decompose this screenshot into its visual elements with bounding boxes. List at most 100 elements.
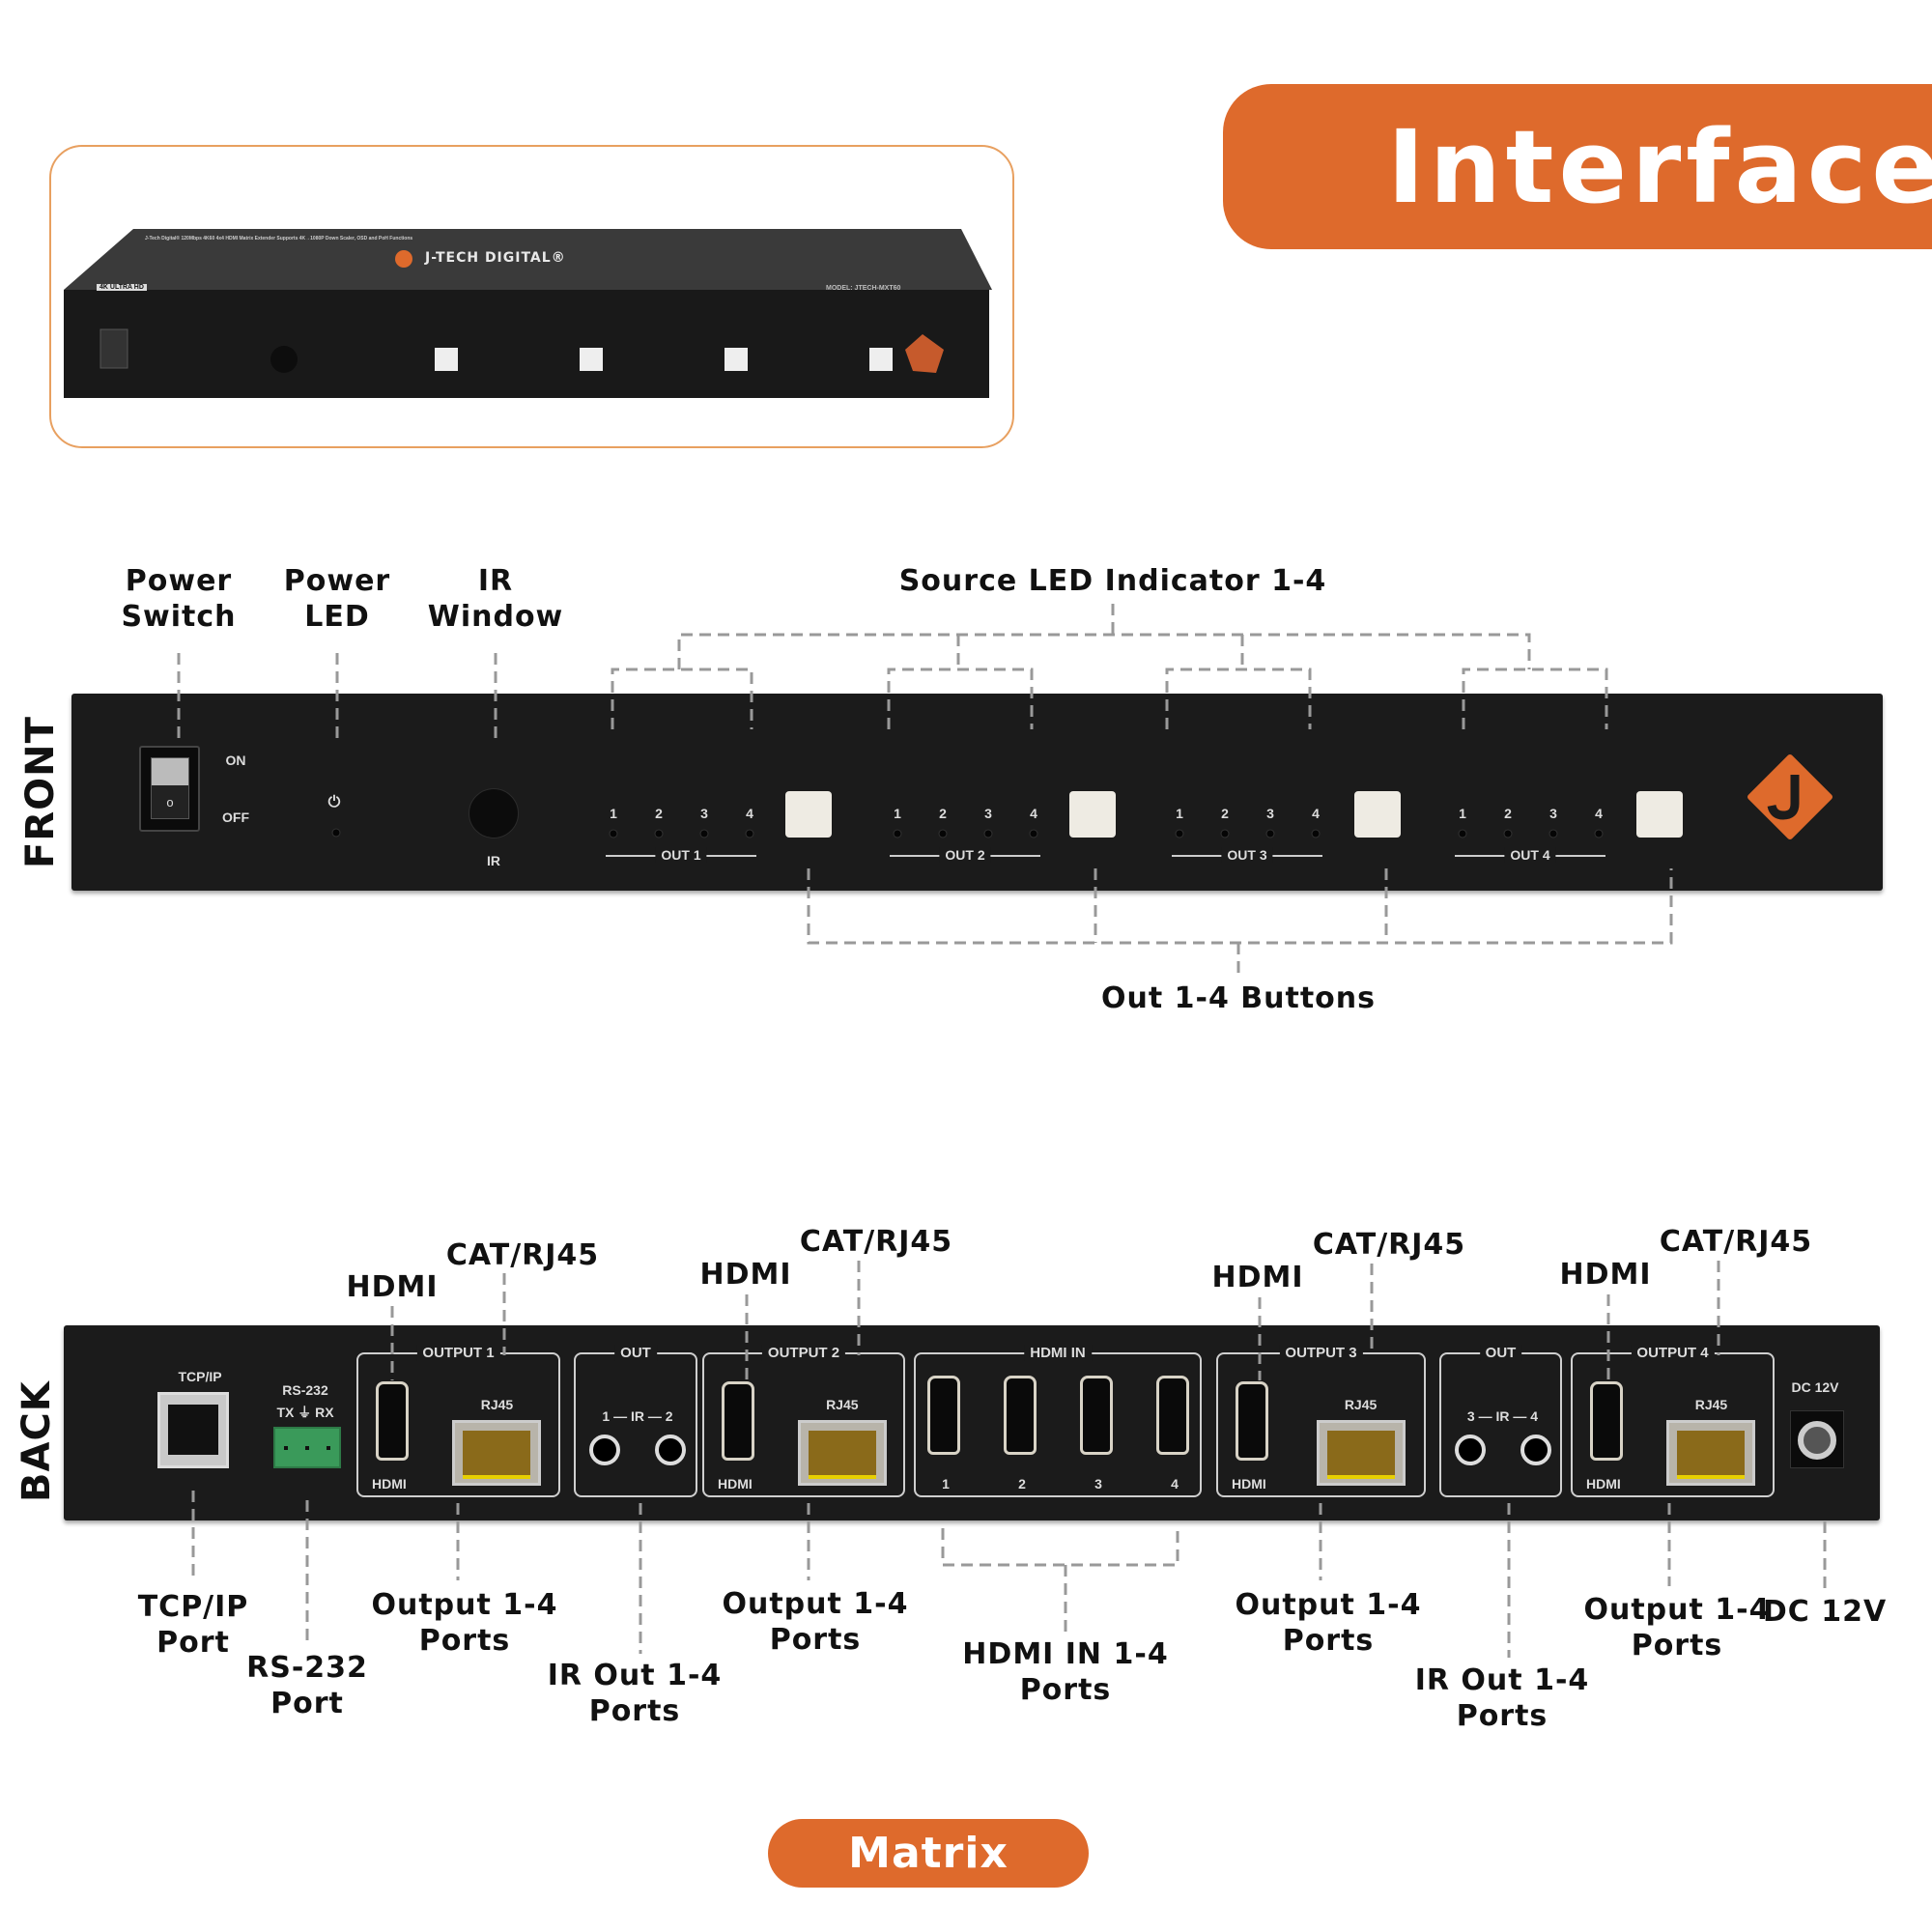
out-group-label: OUT 4 xyxy=(1504,847,1556,863)
ir-window xyxy=(469,788,519,838)
hdmi-in-number: 3 xyxy=(1094,1476,1102,1492)
out-1-button[interactable] xyxy=(785,791,832,838)
hdmi-label: HDMI xyxy=(1586,1476,1621,1492)
callout-cat-rj45: CAT/RJ45 xyxy=(1312,1228,1466,1262)
banner-title: Interface xyxy=(1387,107,1932,226)
source-led xyxy=(893,829,902,838)
tcpip-port[interactable] xyxy=(157,1392,229,1468)
back-top-leaders xyxy=(390,1261,1720,1380)
led-number: 3 xyxy=(1266,806,1274,821)
ir-out-title: OUT xyxy=(614,1345,657,1361)
back-bottom-leaders xyxy=(191,1491,1827,1658)
switch-off-label: OFF xyxy=(222,810,249,825)
callout-hdmi: HDMI xyxy=(1559,1258,1652,1292)
product-badge: 4K ULTRA HD xyxy=(97,284,147,291)
rs232-label: RS-232 xyxy=(282,1382,328,1398)
callout-hdmi-in: HDMI IN 1-4 Ports xyxy=(962,1637,1169,1707)
led-number: 2 xyxy=(655,806,663,821)
hdmi-in-4-port[interactable] xyxy=(1156,1376,1189,1455)
matrix-badge: Matrix xyxy=(768,1819,1089,1888)
callout-out-buttons: Out 1-4 Buttons xyxy=(1100,981,1377,1015)
callout-power-led: Power LED xyxy=(283,564,391,634)
rs232-pins-label: TX ⏚ RX xyxy=(276,1405,334,1420)
hdmi-out-4-port[interactable] xyxy=(1590,1381,1623,1461)
dc-port[interactable] xyxy=(1790,1410,1844,1468)
led-number: 3 xyxy=(984,806,992,821)
source-led-bracket xyxy=(611,604,1608,729)
hdmi-label: HDMI xyxy=(718,1476,753,1492)
mini-ir xyxy=(270,346,298,373)
callout-cat-rj45: CAT/RJ45 xyxy=(445,1238,600,1272)
power-icon: ⏻ xyxy=(327,794,341,810)
hdmi-in-number: 2 xyxy=(1018,1476,1026,1492)
callout-rs232-port: RS-232 Port xyxy=(246,1651,368,1720)
source-led xyxy=(609,829,618,838)
hdmi-in-3-port[interactable] xyxy=(1080,1376,1113,1455)
hdmi-out-3-port[interactable] xyxy=(1236,1381,1268,1461)
rj45-out-1-port[interactable] xyxy=(452,1420,542,1486)
hdmi-in-1-port[interactable] xyxy=(927,1376,960,1455)
mini-out-button xyxy=(724,348,748,371)
led-number: 1 xyxy=(1459,806,1466,821)
led-number: 1 xyxy=(610,806,617,821)
source-led xyxy=(1503,829,1513,838)
rj45-out-4-port[interactable] xyxy=(1666,1420,1756,1486)
mini-out-button xyxy=(435,348,458,371)
ir-out-jack[interactable] xyxy=(655,1435,686,1465)
source-led xyxy=(983,829,993,838)
rj45-out-3-port[interactable] xyxy=(1316,1420,1406,1486)
ir-out-label: 3 — IR — 4 xyxy=(1466,1408,1539,1424)
mini-switch xyxy=(99,328,128,369)
out-group-label: OUT 1 xyxy=(655,847,707,863)
ir-out-title: OUT xyxy=(1479,1345,1522,1361)
led-number: 2 xyxy=(1221,806,1229,821)
callout-hdmi: HDMI xyxy=(699,1258,792,1292)
dc-label: DC 12V xyxy=(1791,1379,1839,1395)
product-photo xyxy=(64,229,992,398)
ir-out-section-2: OUT 3 — IR — 4 xyxy=(1439,1345,1562,1497)
matrix-label: Matrix xyxy=(848,1829,1009,1878)
ir-out-jack[interactable] xyxy=(1454,1435,1486,1465)
rj45-label: RJ45 xyxy=(826,1397,859,1412)
callout-cat-rj45: CAT/RJ45 xyxy=(799,1225,953,1259)
rj45-label: RJ45 xyxy=(480,1397,514,1412)
power-switch[interactable]: o xyxy=(139,746,200,832)
callout-output-ports-1: Output 1-4 Ports xyxy=(371,1588,558,1658)
front-left-leaders xyxy=(177,653,497,739)
callout-cat-rj45: CAT/RJ45 xyxy=(1659,1225,1813,1259)
out-4-button[interactable] xyxy=(1636,791,1683,838)
rs232-port[interactable] xyxy=(273,1427,341,1468)
device-front xyxy=(64,290,989,398)
callout-ir-out-2: IR Out 1-4 Ports xyxy=(1414,1663,1590,1733)
callout-ir-window: IR Window xyxy=(427,564,564,634)
ir-out-jack[interactable] xyxy=(1520,1435,1551,1465)
device-top xyxy=(64,229,992,290)
hdmi-in-2-port[interactable] xyxy=(1004,1376,1037,1455)
source-led xyxy=(1265,829,1275,838)
hdmi-out-2-port[interactable] xyxy=(722,1381,754,1461)
led-number: 4 xyxy=(1030,806,1037,821)
out-3-button[interactable] xyxy=(1354,791,1401,838)
switch-on-label: ON xyxy=(225,753,246,768)
out-group-label: OUT 2 xyxy=(939,847,991,863)
ir-label: IR xyxy=(487,853,500,868)
led-number: 2 xyxy=(1504,806,1512,821)
hdmi-out-1-port[interactable] xyxy=(376,1381,409,1461)
rj45-out-2-port[interactable] xyxy=(797,1420,887,1486)
out-2-button[interactable] xyxy=(1069,791,1116,838)
led-number: 2 xyxy=(939,806,947,821)
output-title: OUTPUT 1 xyxy=(416,1345,500,1361)
callout-hdmi: HDMI xyxy=(346,1270,439,1304)
output-title: OUTPUT 3 xyxy=(1279,1345,1363,1361)
led-number: 4 xyxy=(1312,806,1320,821)
product-brand: J-TECH DIGITAL® xyxy=(425,250,566,266)
source-led xyxy=(1594,829,1604,838)
source-led xyxy=(1029,829,1038,838)
ir-out-jack[interactable] xyxy=(589,1435,620,1465)
mini-out-button xyxy=(580,348,603,371)
